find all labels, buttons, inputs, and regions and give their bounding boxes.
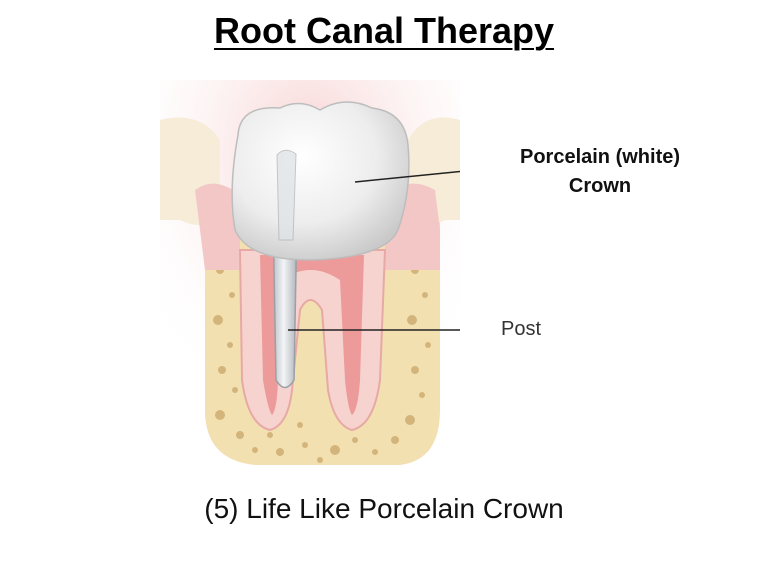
page-title: Root Canal Therapy [213,10,555,51]
crown-label-line1: Porcelain (white) [519,146,681,168]
pulp-canal [260,255,364,415]
post-label: Post [501,318,542,340]
caption: (5) Life Like Porcelain Crown [204,493,564,524]
crown [231,101,410,261]
tooth-illustration [160,80,460,465]
post-in-crown [276,149,297,241]
crown-leader-line [354,170,460,183]
crown-label-line2: Crown [568,175,632,197]
crown-label: Porcelain (white) Crown [490,143,710,201]
